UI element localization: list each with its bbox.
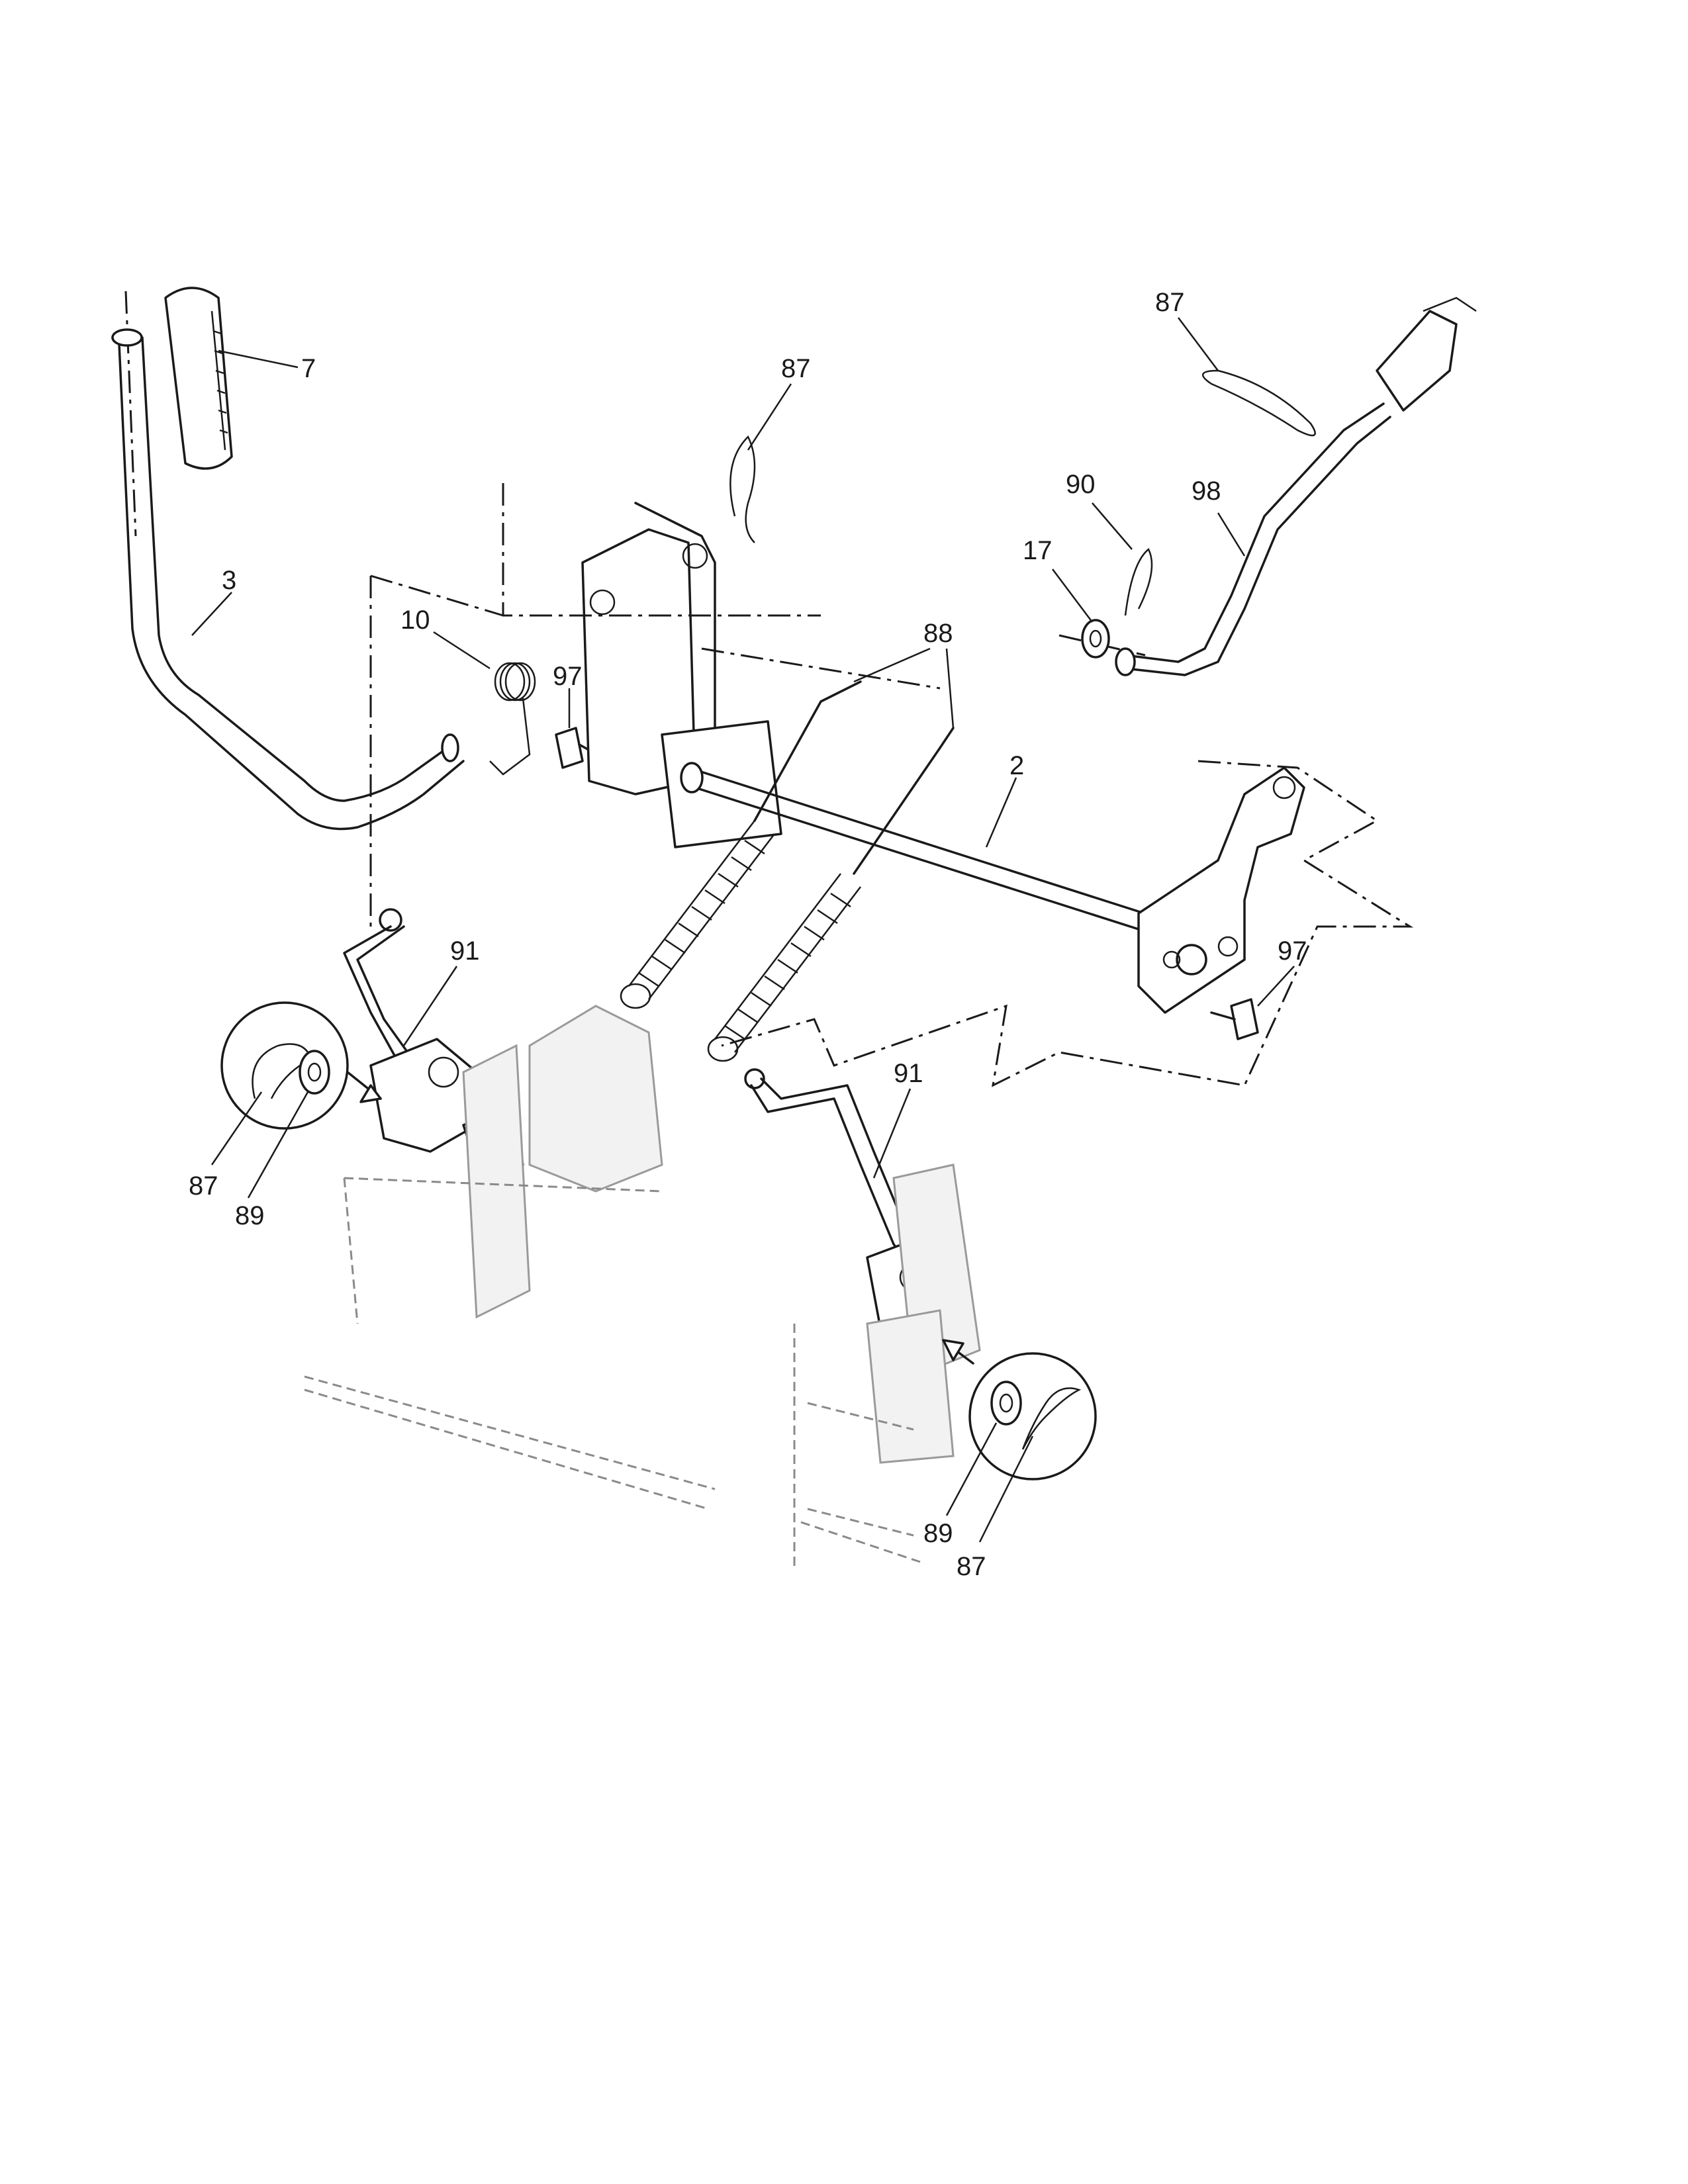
- callout-89-right: 89: [923, 1519, 953, 1548]
- callout-88: 88: [923, 619, 953, 648]
- main-bracket: [581, 502, 782, 848]
- callout-10: 10: [400, 606, 430, 635]
- extension-springs: [620, 820, 861, 1062]
- washer-and-pin: [1081, 548, 1153, 659]
- handle-grip: [124, 287, 233, 537]
- callout-97-lower: 97: [1278, 936, 1307, 966]
- callout-91-left: 91: [450, 936, 480, 966]
- cross-shaft: [680, 762, 1173, 941]
- spring-rods: [753, 680, 955, 875]
- detail-circle-left: [220, 1001, 382, 1130]
- callout-87-right: 87: [1155, 288, 1185, 317]
- callout-90: 90: [1066, 470, 1096, 499]
- callout-7: 7: [301, 354, 316, 383]
- callout-89-left: 89: [235, 1201, 265, 1230]
- lift-arm-bracket: [1137, 766, 1305, 1014]
- callout-2: 2: [1009, 751, 1024, 780]
- left-link-assembly: [304, 908, 716, 1510]
- callout-87-lower-right: 87: [957, 1552, 986, 1581]
- callout-87-upper: 87: [781, 354, 811, 383]
- bolt-lower: [1210, 998, 1259, 1040]
- callout-97-upper: 97: [553, 662, 583, 691]
- callout-98: 98: [1192, 477, 1221, 506]
- torsion-spring: [489, 662, 536, 776]
- lift-handle: [111, 328, 465, 831]
- callout-91-right: 91: [894, 1059, 923, 1088]
- hairpin-clip-upper: [729, 435, 756, 543]
- right-link-assembly: [744, 1068, 981, 1569]
- callout-3: 3: [222, 566, 236, 595]
- adjustment-rod: [1115, 296, 1477, 676]
- callout-17: 17: [1023, 536, 1053, 565]
- detail-circle-right: [942, 1339, 1097, 1480]
- callout-87-left: 87: [189, 1171, 218, 1201]
- hairpin-clip-right: [1202, 369, 1316, 437]
